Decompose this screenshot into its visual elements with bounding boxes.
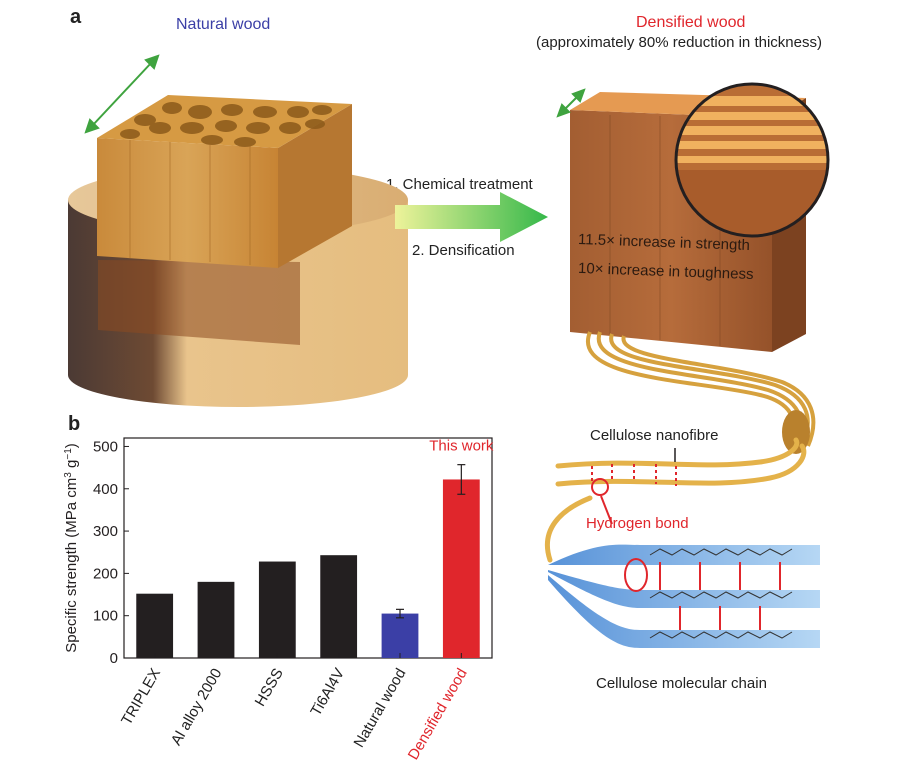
y-tick-label: 100 xyxy=(93,608,118,625)
panel-a-letter: a xyxy=(70,6,82,28)
bar-ti6al4v xyxy=(320,555,358,658)
molecular-chain-label: Cellulose molecular chain xyxy=(596,675,767,692)
x-tick-label: TRIPLEX xyxy=(118,666,164,729)
nanofibre-label: Cellulose nanofibre xyxy=(590,427,719,444)
hbond-circle xyxy=(591,478,609,496)
x-tick-label: Densified wood xyxy=(405,666,471,763)
nanofibres xyxy=(544,437,807,563)
bar-hsss xyxy=(258,561,296,658)
thickness-arrow-natural xyxy=(84,54,160,134)
y-axis-label: Specific strength (MPa cm3 g−1) xyxy=(63,443,81,653)
x-tick-label: Natural wood xyxy=(351,666,410,751)
thickness-arrow-densified xyxy=(556,88,586,118)
fibre-bundle-end xyxy=(782,410,810,454)
plot-frame xyxy=(123,437,493,659)
bar-natural-wood xyxy=(381,613,419,658)
bar-al-alloy-2000 xyxy=(197,581,235,658)
bar-densified-wood xyxy=(442,479,480,658)
step-densification: 2. Densification xyxy=(412,242,515,259)
hbond-molecular-circle xyxy=(624,558,648,592)
x-tick-label: Ti6Al4V xyxy=(307,666,348,720)
x-tick-label: Al alloy 2000 xyxy=(168,666,226,749)
hydrogen-bond-dashes xyxy=(591,464,677,486)
molecular-chains xyxy=(548,544,820,648)
hydrogen-bond-label: Hydrogen bond xyxy=(586,515,689,532)
y-tick-label: 200 xyxy=(93,565,118,582)
natural-wood-title: Natural wood xyxy=(176,16,270,34)
densified-wood-title: Densified wood xyxy=(636,14,746,31)
zoom-circle xyxy=(674,82,830,238)
y-tick-label: 400 xyxy=(93,481,118,498)
bar-triplex xyxy=(136,593,174,658)
x-tick-label: HSSS xyxy=(252,666,287,710)
y-tick-label: 500 xyxy=(93,438,118,455)
hbond-pointer xyxy=(600,495,613,525)
specific-strength-chart: 0 100 200 300 400 500 Specific strength (MPa c… xyxy=(63,437,494,763)
process-arrow xyxy=(395,192,548,242)
densified-wood-subtitle: (approximately 80% reduction in thicknes… xyxy=(536,34,822,51)
y-tick-label: 300 xyxy=(93,523,118,540)
natural-wood-title-text: Natural wood xyxy=(176,16,271,33)
y-tick-label: 0 xyxy=(110,650,118,667)
this-work-label: This work xyxy=(429,438,494,455)
natural-wood-block xyxy=(97,95,352,268)
panel-b-letter: b xyxy=(68,413,81,435)
step-chemical-treatment: 1. Chemical treatment xyxy=(386,176,533,193)
